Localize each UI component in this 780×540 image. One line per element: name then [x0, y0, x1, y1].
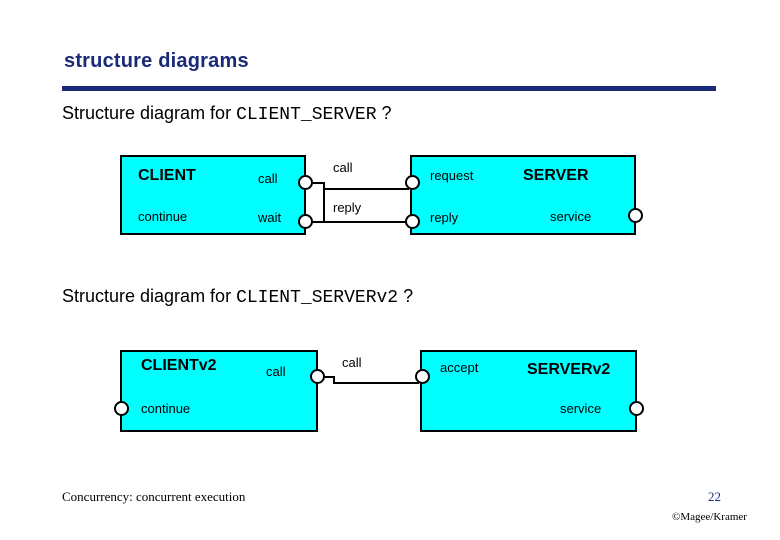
port-client-call[interactable]: [298, 175, 313, 190]
client-box-label: CLIENT: [138, 167, 196, 184]
port-clientv2-continue[interactable]: [114, 401, 129, 416]
connector-reply-vertical: [323, 188, 325, 221]
serverv2-box-label: SERVERv2: [527, 361, 611, 378]
port-server-service[interactable]: [628, 208, 643, 223]
footer-course-label: Concurrency: concurrent execution: [62, 489, 246, 504]
serverv2-accept-label: accept: [440, 360, 479, 375]
serverv2-box: [420, 350, 637, 432]
port-server-reply[interactable]: [405, 214, 420, 229]
client-box: [120, 155, 306, 235]
link-call-label: call: [333, 160, 353, 175]
section-heading-1: Structure diagram for CLIENT_SERVER ?: [62, 103, 392, 125]
clientv2-box-label: CLIENTv2: [141, 357, 217, 374]
connector-call-mid-2: [333, 382, 419, 384]
server-service-label: service: [550, 209, 592, 224]
title-divider: [62, 86, 716, 91]
port-serverv2-accept[interactable]: [415, 369, 430, 384]
connector-reply-left: [306, 221, 324, 223]
heading-2-suffix: ?: [398, 286, 414, 306]
heading-1-suffix: ?: [376, 103, 392, 123]
connector-reply-right: [323, 221, 409, 223]
heading-1-prefix: Structure diagram for: [62, 103, 237, 123]
link-reply-label: reply: [333, 200, 362, 215]
connector-call-vertical-2: [333, 376, 335, 382]
connector-call-left-2: [318, 376, 334, 378]
section-heading-2: Structure diagram for CLIENT_SERVERv2 ?: [62, 286, 413, 308]
server-box: [410, 155, 636, 235]
heading-2-mono: CLIENT_SERVERv2: [236, 288, 399, 308]
serverv2-service-label: service: [560, 401, 602, 416]
port-server-request[interactable]: [405, 175, 420, 190]
server-request-label: request: [430, 168, 474, 183]
port-client-wait[interactable]: [298, 214, 313, 229]
connector-call-left: [306, 182, 324, 184]
clientv2-box: [120, 350, 318, 432]
port-serverv2-service[interactable]: [629, 401, 644, 416]
link-call-label-2: call: [342, 355, 362, 370]
footer-credit: ©Magee/Kramer: [672, 511, 747, 523]
server-reply-label: reply: [430, 210, 459, 225]
client-call-port-label: call: [258, 171, 278, 186]
footer-page-number: 22: [708, 489, 721, 504]
page-title: structure diagrams: [64, 50, 249, 72]
heading-1-mono: CLIENT_SERVER: [236, 105, 377, 125]
client-continue-label: continue: [138, 209, 188, 224]
port-clientv2-call[interactable]: [310, 369, 325, 384]
clientv2-continue-label: continue: [141, 401, 191, 416]
connector-call-vertical-left: [323, 182, 325, 188]
heading-2-prefix: Structure diagram for: [62, 286, 237, 306]
connector-call-mid: [323, 188, 409, 190]
server-box-label: SERVER: [523, 167, 589, 184]
clientv2-call-port-label: call: [266, 364, 286, 379]
client-wait-port-label: wait: [258, 210, 282, 225]
